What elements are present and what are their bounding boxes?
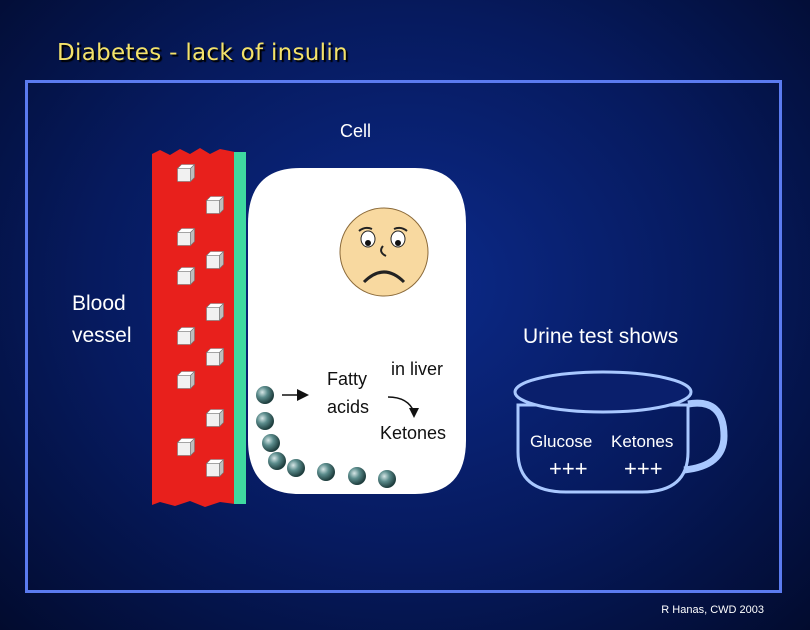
- fatty-acid-ball-icon: [262, 434, 280, 452]
- fatty-acids-label-line1: Fatty: [327, 369, 368, 389]
- urine-test-label: Urine test shows: [523, 325, 679, 348]
- ketone-level: +++: [624, 456, 663, 481]
- blood-vessel: [152, 148, 246, 507]
- glucose-level: +++: [549, 456, 588, 481]
- slide-title: Diabetes - lack of insulin: [57, 40, 348, 66]
- cell-membrane: [234, 152, 246, 504]
- ketones-label: Ketones: [380, 423, 447, 443]
- glucose-cube-icon: [205, 195, 225, 215]
- fatty-acid-molecules: [256, 386, 396, 488]
- glucose-cubes: [176, 163, 225, 478]
- fatty-acid-ball-icon: [256, 386, 274, 404]
- glucose-cube-icon: [176, 437, 196, 457]
- glucose-cube-icon: [205, 347, 225, 367]
- fatty-acid-ball-icon: [268, 452, 286, 470]
- credit-text: R Hanas, CWD 2003: [661, 604, 764, 616]
- in-liver-label: in liver: [391, 359, 444, 379]
- sad-face-icon: [339, 207, 429, 297]
- glucose-cube-icon: [205, 250, 225, 270]
- fatty-acid-ball-icon: [378, 470, 396, 488]
- fatty-acid-ball-icon: [348, 467, 366, 485]
- fatty-acid-ball-icon: [256, 412, 274, 430]
- blood-vessel-label-line2: vessel: [72, 324, 132, 347]
- glucose-cube-icon: [205, 458, 225, 478]
- glucose-cube-icon: [176, 163, 196, 183]
- glucose-cube-icon: [176, 227, 196, 247]
- fatty-acid-ball-icon: [287, 459, 305, 477]
- glucose-cube-icon: [176, 370, 196, 390]
- glucose-cube-icon: [176, 326, 196, 346]
- glucose-cube-icon: [176, 266, 196, 286]
- glucose-cube-icon: [205, 408, 225, 428]
- cup-ketones-label: Ketones: [611, 432, 674, 451]
- fatty-acids-label-line2: acids: [327, 397, 370, 417]
- blood-vessel-label-line1: Blood: [72, 292, 126, 315]
- slide-frame: [25, 80, 782, 593]
- urine-cup-icon: [513, 370, 728, 494]
- glucose-cube-icon: [205, 302, 225, 322]
- cup-glucose-label: Glucose: [530, 432, 593, 451]
- ketone-arrow-head: [409, 408, 419, 418]
- cell-label: Cell: [340, 121, 372, 141]
- fatty-acid-ball-icon: [317, 463, 335, 481]
